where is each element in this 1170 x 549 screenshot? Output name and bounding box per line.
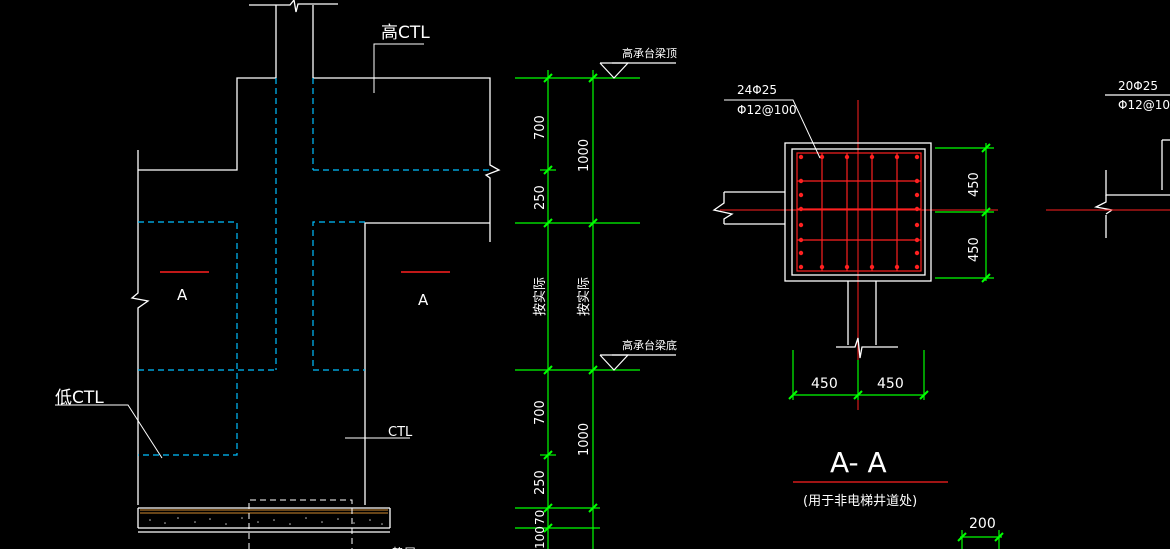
section-dim-450-bottom: 450	[967, 237, 982, 262]
right-partial-outline	[1093, 94, 1170, 238]
label-high-cap-top: 高承台梁顶	[622, 46, 677, 60]
hidden-lines	[138, 78, 490, 456]
section-subtitle: (用于非电梯井道处)	[803, 494, 917, 509]
dim-250-bottom: 250	[533, 470, 548, 495]
dim-200-line	[960, 530, 1002, 549]
right-main-bars: 20Φ25	[1118, 79, 1158, 93]
dim-250-top: 250	[533, 185, 548, 210]
leader-lines	[55, 43, 424, 459]
right-stirrups: Φ12@100	[1118, 98, 1170, 112]
section-title: A- A	[830, 446, 887, 479]
dim-1000-bottom: 1000	[577, 423, 592, 456]
slab-hatch	[140, 509, 388, 514]
section-dim-450-left: 450	[811, 376, 838, 392]
vertical-dimensions	[515, 70, 640, 549]
dim-70: 70	[533, 510, 547, 525]
label-ctl: CTL	[388, 425, 413, 440]
elevation-marker-bottom	[599, 354, 676, 371]
section-main-bars: 24Φ25	[737, 83, 777, 97]
dim-200: 200	[969, 516, 996, 532]
section-label-a-right: A	[418, 291, 429, 309]
section-leader	[724, 99, 821, 159]
section-label-a-left: A	[177, 286, 188, 304]
dim-700-bottom: 700	[533, 400, 548, 425]
elevation-outline	[130, 0, 501, 533]
dim-100: 100	[533, 526, 547, 549]
section-stirrups: Φ12@100	[737, 103, 797, 117]
dimension-ticks	[543, 73, 598, 533]
label-high-cap-bottom: 高承台梁底	[622, 338, 677, 352]
section-dim-450-right: 450	[877, 376, 904, 392]
section-dim-450-top: 450	[967, 172, 982, 197]
dim-calc-2: 按实际	[577, 277, 592, 316]
dim-1000-top: 1000	[577, 139, 592, 172]
slab-concrete-dots	[149, 517, 383, 525]
dim-700-top: 700	[533, 115, 548, 140]
rebar-main-bars	[798, 154, 920, 270]
label-low-ctl: 低CTL	[55, 388, 104, 408]
dim-calc-1: 按实际	[533, 277, 548, 316]
bottom-partial-label: 垫层	[392, 545, 416, 549]
label-high-ctl: 高CTL	[381, 23, 430, 43]
section-outline	[712, 142, 932, 359]
elevation-marker-top	[599, 62, 676, 79]
rebar-stirrup	[796, 152, 922, 272]
dashed-footing	[248, 499, 353, 549]
